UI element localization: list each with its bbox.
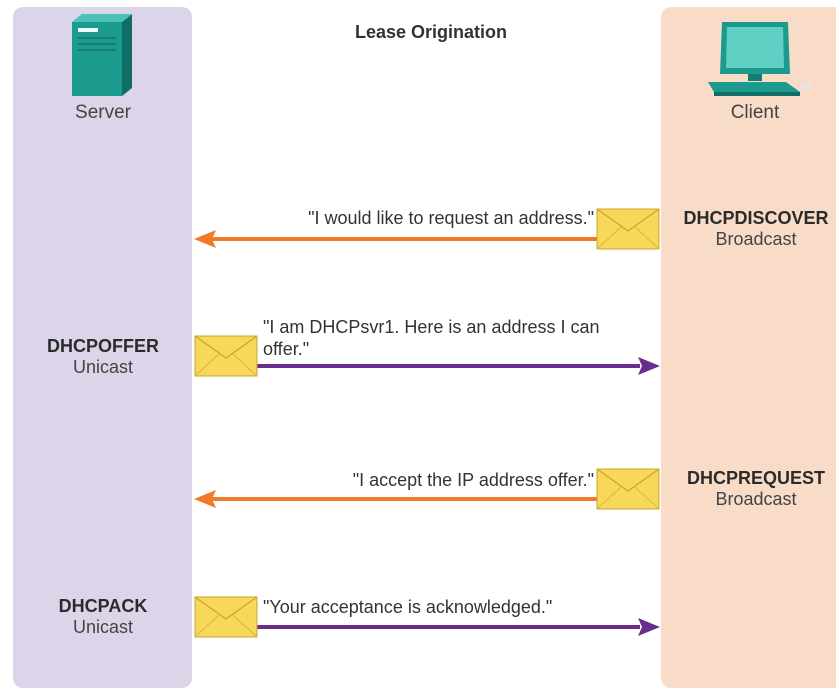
envelope-icon: [596, 468, 660, 510]
message-mode: Broadcast: [715, 489, 797, 509]
server-icon: [72, 14, 132, 96]
message-name: DHCPACK: [58, 596, 148, 616]
message-name: DHCPDISCOVER: [683, 208, 829, 228]
message-mode: Broadcast: [715, 229, 797, 249]
dhcprequest-arrow: [194, 490, 598, 508]
dhcprequest-quote: "I accept the IP address offer.": [352, 470, 594, 490]
message-mode: Unicast: [72, 357, 134, 377]
dhcprequest-label: DHCPREQUEST Broadcast: [666, 468, 836, 510]
computer-icon: [708, 22, 811, 96]
dhcpack-label: DHCPACK Unicast: [18, 596, 188, 638]
client-lane: [661, 7, 836, 688]
message-name: DHCPOFFER: [47, 336, 159, 356]
envelope-icon: [596, 208, 660, 250]
server-lane: [13, 7, 192, 688]
envelope-icon: [194, 596, 258, 638]
dhcpdiscover-arrow: [194, 230, 598, 248]
client-label: Client: [730, 102, 780, 123]
dhcpoffer-arrow: [257, 357, 660, 375]
envelope-icon: [194, 335, 258, 377]
diagram-title: Lease Origination: [354, 22, 508, 42]
dhcpack-arrow: [257, 618, 660, 636]
dhcpack-quote: "Your acceptance is acknowledged.": [263, 597, 553, 617]
message-mode: Unicast: [72, 617, 134, 637]
server-label: Server: [75, 102, 131, 123]
dhcpoffer-label: DHCPOFFER Unicast: [18, 336, 188, 378]
dhcpdiscover-label: DHCPDISCOVER Broadcast: [666, 208, 836, 250]
dhcpdiscover-quote: "I would like to request an address.": [308, 208, 594, 228]
dhcpoffer-quote: "I am DHCPsvr1. Here is an address I can…: [263, 317, 600, 359]
message-name: DHCPREQUEST: [686, 468, 825, 488]
